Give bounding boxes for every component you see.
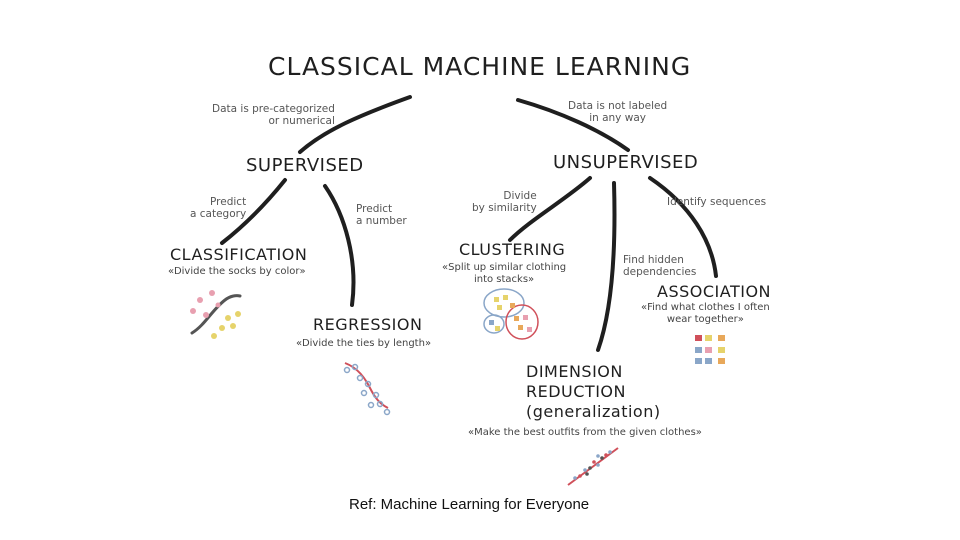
unsupervised-note: Data is not labeled in any way: [568, 100, 668, 124]
regression-heading: REGRESSION: [313, 315, 423, 334]
unsupervised-heading: UNSUPERVISED: [553, 152, 699, 173]
classification-heading: CLASSIFICATION: [170, 245, 308, 264]
clustering-edge-note: Divide by similarity: [472, 190, 537, 214]
diagram-title: CLASSICAL MACHINE LEARNING: [268, 52, 692, 81]
association-caption: «Find what clothes I often wear together…: [641, 302, 770, 325]
edge-supervised-regression: [323, 184, 356, 307]
dimension-reduction-illustration: [567, 447, 619, 486]
reference-text: Ref: Machine Learning for Everyone: [349, 496, 590, 513]
edge-root-unsupervised: [516, 98, 630, 152]
regression-edge-note: Predict a number: [356, 203, 407, 227]
association-illustration: [695, 335, 725, 364]
dimension-edge-note: Find hidden dependencies: [623, 254, 697, 278]
association-edge-note: Identify sequences: [667, 196, 767, 208]
supervised-heading: SUPERVISED: [246, 155, 364, 176]
edge-unsupervised-clustering: [508, 176, 592, 242]
edge-root-supervised: [298, 95, 412, 154]
supervised-note: Data is pre-categorized or numerical: [212, 103, 335, 127]
edge-supervised-classification: [220, 178, 287, 245]
classification-caption: «Divide the socks by color»: [168, 266, 306, 277]
regression-illustration: [343, 362, 391, 416]
clustering-caption: «Split up similar clothing into stacks»: [442, 262, 567, 285]
clustering-illustration: [483, 288, 539, 340]
classification-edge-note: Predict a category: [190, 196, 247, 220]
association-heading: ASSOCIATION: [657, 282, 771, 301]
classification-illustration: [190, 290, 242, 339]
dimension-caption: «Make the best outfits from the given cl…: [468, 427, 702, 438]
edge-unsupervised-association: [648, 176, 718, 278]
clustering-heading: CLUSTERING: [459, 240, 566, 259]
dimension-heading: DIMENSION REDUCTION (generalization): [526, 362, 661, 421]
regression-caption: «Divide the ties by length»: [296, 338, 432, 349]
edge-unsupervised-dimension: [596, 181, 617, 352]
